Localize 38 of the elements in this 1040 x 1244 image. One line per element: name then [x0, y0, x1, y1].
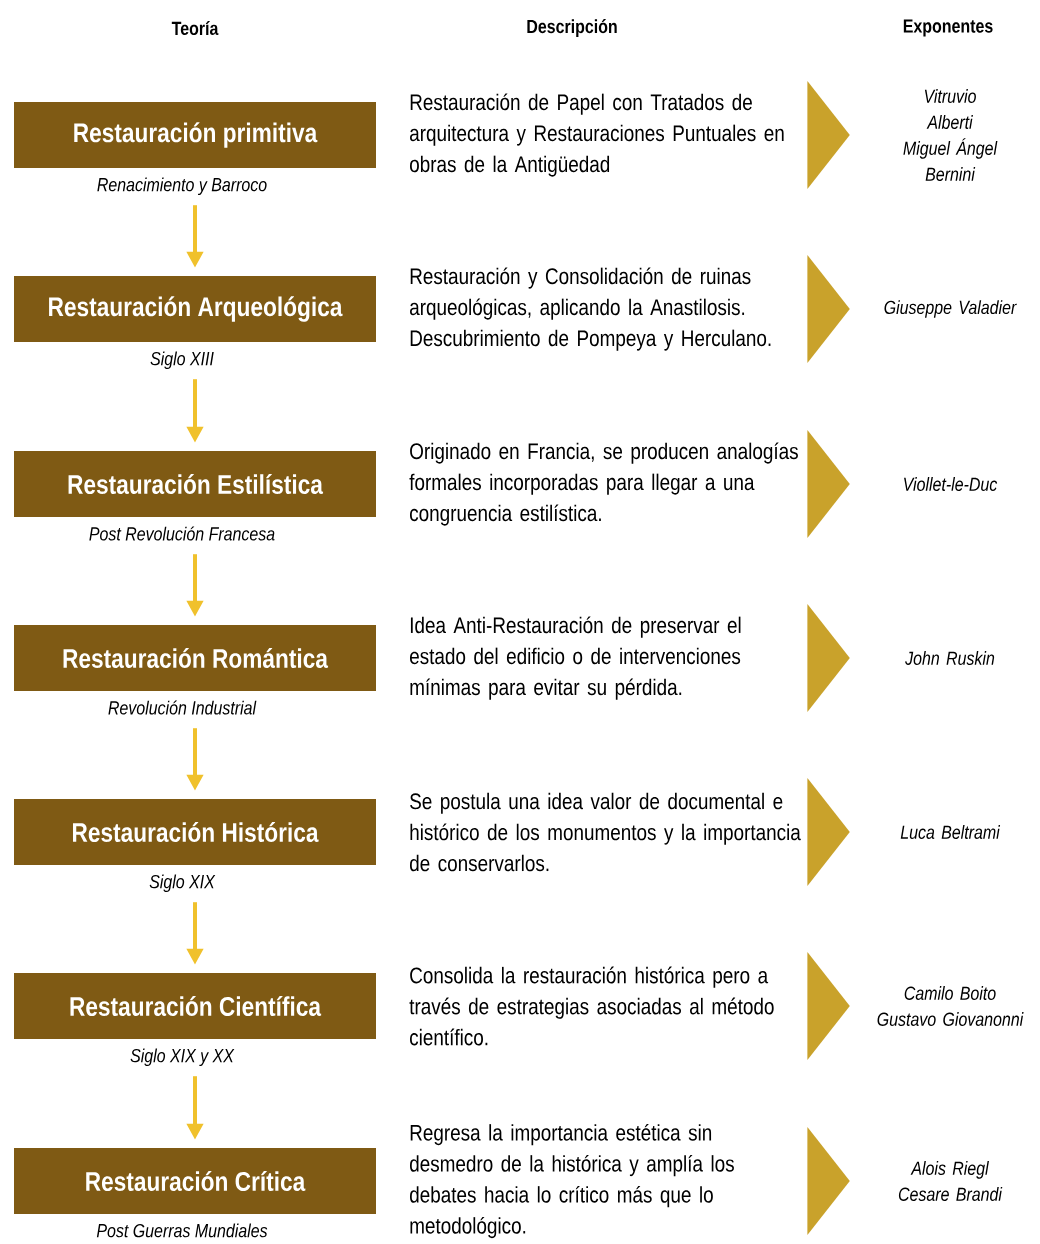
era-label: Siglo XIX — [149, 874, 216, 893]
chevron-arrow — [807, 604, 850, 712]
theory-box: Restauración primitiva — [14, 102, 376, 168]
exponent-names: Giuseppe Valadier — [884, 300, 1017, 318]
exponent-names: Luca Beltrami — [900, 825, 1001, 839]
chevron-arrow — [807, 952, 850, 1060]
exponent-names: John Ruskin — [905, 651, 995, 665]
column-header: Descripción — [527, 19, 617, 37]
era-label: Post Guerras Mundiales — [96, 1223, 268, 1238]
exponent-names: Viollet-le-Duc — [904, 477, 998, 491]
chevron-arrow — [807, 255, 850, 363]
era-label: Renacimiento y Barroco — [97, 177, 267, 196]
description-text: Se postula una idea valor de documental e histórico de los monumentos y la importancia de conservarlos. — [410, 792, 801, 872]
chevron-arrow — [807, 430, 850, 538]
description-text: Regresa la importancia estética sin desmedro de la histórica y amplía los debates hacia lo crítico más que lo metodológico. — [410, 1123, 734, 1239]
description-text: Restauración de Papel con Tratados de arquitectura y Restauraciones Puntuales en obras de la Antigüedad — [410, 93, 784, 177]
era-label: Post Revolución Francesa — [89, 526, 275, 541]
era-label: Siglo XIII — [150, 351, 214, 370]
theory-box: Restauración Arqueológica — [14, 276, 376, 342]
exponent-names: Camilo Boito Gustavo Giovanonni — [877, 986, 1024, 1026]
theory-box: Restauración Estilística — [14, 451, 376, 517]
description-text: Restauración y Consolidación de ruinas arqueológicas, aplicando la Anastilosis. Descubrimiento de Pompeya y Herculano. — [410, 267, 771, 351]
theory-box: Restauración Romántica — [14, 625, 376, 691]
column-header: Exponentes — [903, 19, 993, 37]
theory-box: Restauración Crítica — [14, 1148, 376, 1214]
chevron-arrow — [807, 81, 850, 189]
description-text: Idea Anti-Restauración de preservar el estado del edificio o de intervenciones mínimas para evitar su pérdida. — [410, 616, 741, 700]
theory-box: Restauración Científica — [14, 973, 376, 1039]
column-header: Teoría — [171, 20, 219, 36]
exponent-names: Vitruvio Alberti Miguel Ángel Bernini — [903, 89, 998, 181]
chevron-arrow — [807, 778, 850, 886]
era-label: Siglo XIX y XX — [130, 1048, 235, 1067]
theory-box: Restauración Histórica — [14, 799, 376, 865]
era-label: Revolución Industrial — [108, 700, 257, 715]
description-text: Consolida la restauración histórica pero a través de estrategias asociadas al método científico. — [409, 966, 774, 1046]
description-text: Originado en Francia, se producen analogías formales incorporadas para llegar a una congruencia estilística. — [409, 442, 798, 526]
chevron-arrow — [807, 1127, 850, 1235]
exponent-names: Alois Riegl Cesare Brandi — [898, 1161, 1003, 1201]
